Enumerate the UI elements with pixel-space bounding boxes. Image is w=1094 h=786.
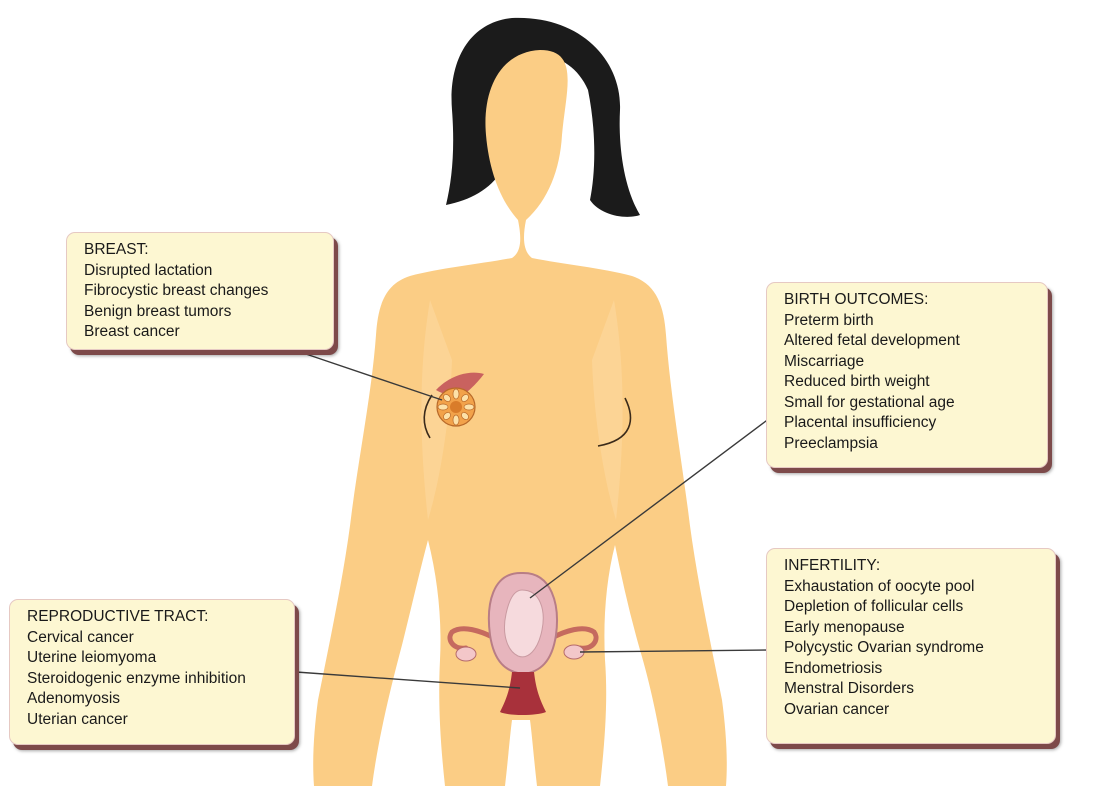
list-item: Endometriosis: [784, 659, 1043, 680]
list-item: Early menopause: [784, 618, 1043, 639]
infertility-list: Exhaustation of oocyte pool Depletion of…: [784, 577, 1043, 721]
list-item: Menstral Disorders: [784, 679, 1043, 700]
list-item: Breast cancer: [84, 322, 321, 343]
birth-outcomes-box: BIRTH OUTCOMES: Preterm birth Altered fe…: [766, 282, 1048, 468]
birth-outcomes-list: Preterm birth Altered fetal development …: [784, 311, 1035, 455]
list-item: Depletion of follicular cells: [784, 597, 1043, 618]
list-item: Reduced birth weight: [784, 372, 1035, 393]
infertility-pointer-line: [580, 650, 770, 652]
breast-nipple: [450, 401, 462, 413]
list-item: Miscarriage: [784, 352, 1035, 373]
list-item: Disrupted lactation: [84, 261, 321, 282]
list-item: Adenomyosis: [27, 689, 282, 710]
reproductive-tract-box: REPRODUCTIVE TRACT: Cervical cancer Uter…: [9, 599, 295, 745]
list-item: Ovarian cancer: [784, 700, 1043, 721]
list-item: Small for gestational age: [784, 393, 1035, 414]
breast-title: BREAST:: [84, 240, 321, 261]
list-item: Uterine leiomyoma: [27, 648, 282, 669]
infertility-title: INFERTILITY:: [784, 556, 1043, 577]
left-ovary: [456, 647, 476, 661]
list-item: Cervical cancer: [27, 628, 282, 649]
list-item: Polycystic Ovarian syndrome: [784, 638, 1043, 659]
reproductive-tract-title: REPRODUCTIVE TRACT:: [27, 607, 282, 628]
list-item: Preterm birth: [784, 311, 1035, 332]
list-item: Preeclampsia: [784, 434, 1035, 455]
birth-outcomes-title: BIRTH OUTCOMES:: [784, 290, 1035, 311]
infertility-box: INFERTILITY: Exhaustation of oocyte pool…: [766, 548, 1056, 744]
reproductive-tract-list: Cervical cancer Uterine leiomyoma Steroi…: [27, 628, 282, 731]
list-item: Altered fetal development: [784, 331, 1035, 352]
list-item: Uterian cancer: [27, 710, 282, 731]
list-item: Benign breast tumors: [84, 302, 321, 323]
breast-effects-box: BREAST: Disrupted lactation Fibrocystic …: [66, 232, 334, 350]
breast-list: Disrupted lactation Fibrocystic breast c…: [84, 261, 321, 343]
list-item: Fibrocystic breast changes: [84, 281, 321, 302]
list-item: Steroidogenic enzyme inhibition: [27, 669, 282, 690]
list-item: Exhaustation of oocyte pool: [784, 577, 1043, 598]
list-item: Placental insufficiency: [784, 413, 1035, 434]
